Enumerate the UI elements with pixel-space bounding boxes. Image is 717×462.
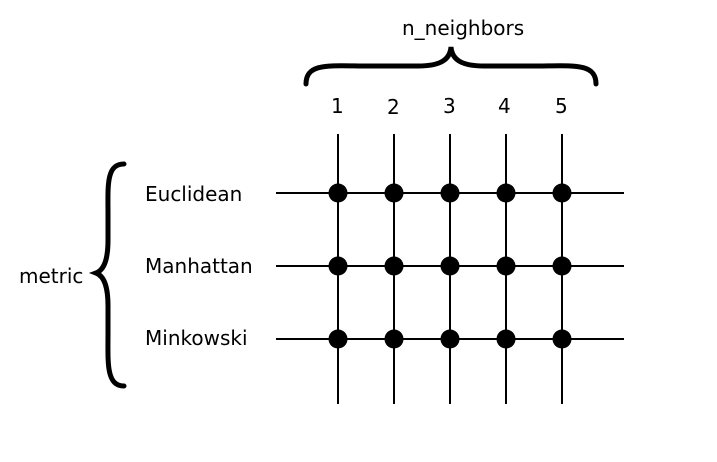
grid-node-manhattan-2 [384,256,404,276]
n-neighbors-value-1: 1 [331,94,344,118]
grid-node-manhattan-5 [552,256,572,276]
n-neighbors-value-2: 2 [387,95,400,119]
metric-title: metric [19,264,84,288]
grid-nodes [328,183,572,349]
grid-node-euclidean-2 [384,183,404,203]
grid-node-minkowski-2 [384,329,404,349]
grid-node-minkowski-3 [440,329,460,349]
grid-node-manhattan-1 [328,256,348,276]
grid-node-manhattan-4 [496,256,516,276]
grid-node-manhattan-3 [440,256,460,276]
metric-value-euclidean: Euclidean [145,182,243,206]
metric-value-minkowski: Minkowski [145,326,248,350]
grid-node-minkowski-5 [552,329,572,349]
top-curly-brace [303,46,599,87]
grid-node-euclidean-5 [552,183,572,203]
n-neighbors-value-3: 3 [443,94,456,118]
grid-node-minkowski-4 [496,329,516,349]
n-neighbors-value-5: 5 [555,94,568,118]
grid-node-minkowski-1 [328,329,348,349]
grid-node-euclidean-3 [440,183,460,203]
grid-node-euclidean-1 [328,183,348,203]
n-neighbors-title: n_neighbors [402,16,525,40]
n-neighbors-value-4: 4 [498,94,511,118]
left-curly-brace [88,161,127,389]
grid-node-euclidean-4 [496,183,516,203]
metric-value-manhattan: Manhattan [145,254,253,278]
